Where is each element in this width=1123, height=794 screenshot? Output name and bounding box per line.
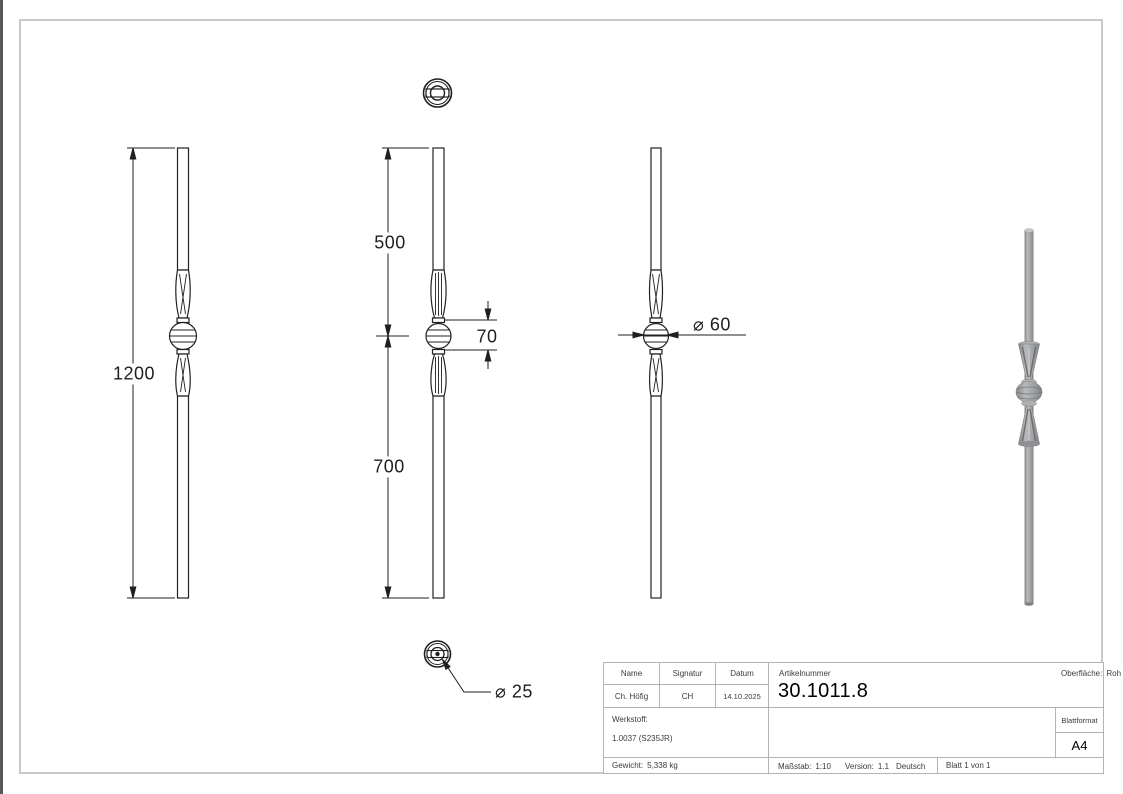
dim-label-1200: 1200 (109, 363, 159, 385)
scale-version-cell: Maßstab:1:10 Version:1.1 Deutsch (768, 757, 938, 774)
left-view (168, 147, 198, 599)
sheet-count-value: Blatt 1 von 1 (946, 761, 991, 770)
bottom-view (423, 640, 452, 668)
title-block: Name Signatur Datum Artikelnummer Oberfl… (603, 662, 1121, 774)
sheet-format-value: A4 (1055, 732, 1104, 758)
side-view (642, 147, 670, 599)
bottom-view-leader-dia25 (442, 659, 491, 693)
language-value: Deutsch (896, 762, 926, 771)
titleblock-empty-cell (768, 707, 1056, 758)
titleblock-name-header: Name (603, 662, 660, 685)
titleblock-material-cell: Werkstoff: 1.0037 (S235JR) (603, 707, 769, 758)
version-label: Version:1.1 (845, 762, 890, 771)
material-label: Werkstoff: (612, 715, 648, 724)
titleblock-signature-value: CH (659, 684, 716, 708)
top-view (422, 78, 453, 108)
front-view-dimensions-500-700 (376, 147, 429, 599)
front-view (425, 147, 452, 599)
titleblock-signature-header: Signatur (659, 662, 716, 685)
material-value: 1.0037 (S235JR) (612, 734, 673, 743)
dim-label-70: 70 (473, 326, 501, 348)
dim-label-500: 500 (371, 232, 409, 254)
surface-value: Roh (1106, 669, 1122, 678)
version-value: 1.1 (877, 762, 890, 771)
surface-label: Oberfläche:Roh (1061, 669, 1122, 678)
scale-label: Maßstab:1:10 (778, 762, 831, 771)
side-view-dimension-dia60 (618, 331, 746, 339)
dim-label-700: 700 (370, 456, 408, 478)
dim-label-dia60: ⌀ 60 (693, 314, 731, 335)
weight-cell: Gewicht: 5,338 kg (603, 757, 769, 774)
titleblock-date-value: 14.10.2025 (715, 684, 769, 708)
titleblock-article-cell: Artikelnummer Oberfläche:Roh 30.1011.8 (768, 662, 1121, 708)
titleblock-date-header: Datum (715, 662, 769, 685)
article-number-value: 30.1011.8 (778, 680, 869, 702)
front-view-dimension-70 (444, 301, 497, 369)
titleblock-name-value: Ch. Höfig (603, 684, 660, 708)
sheet-border (19, 19, 1103, 774)
article-number-label: Artikelnummer (779, 669, 831, 678)
dim-label-dia25: ⌀ 25 (495, 681, 533, 702)
sheet-count-cell: Blatt 1 von 1 (937, 757, 1104, 774)
scale-value: 1:10 (815, 762, 831, 771)
window-left-edge (0, 0, 3, 794)
weight-value: 5,338 kg (647, 761, 678, 770)
weight-label: Gewicht: (612, 761, 644, 770)
iso-3d-view (1015, 228, 1043, 606)
sheet-format-label: Blattformat (1055, 707, 1104, 733)
